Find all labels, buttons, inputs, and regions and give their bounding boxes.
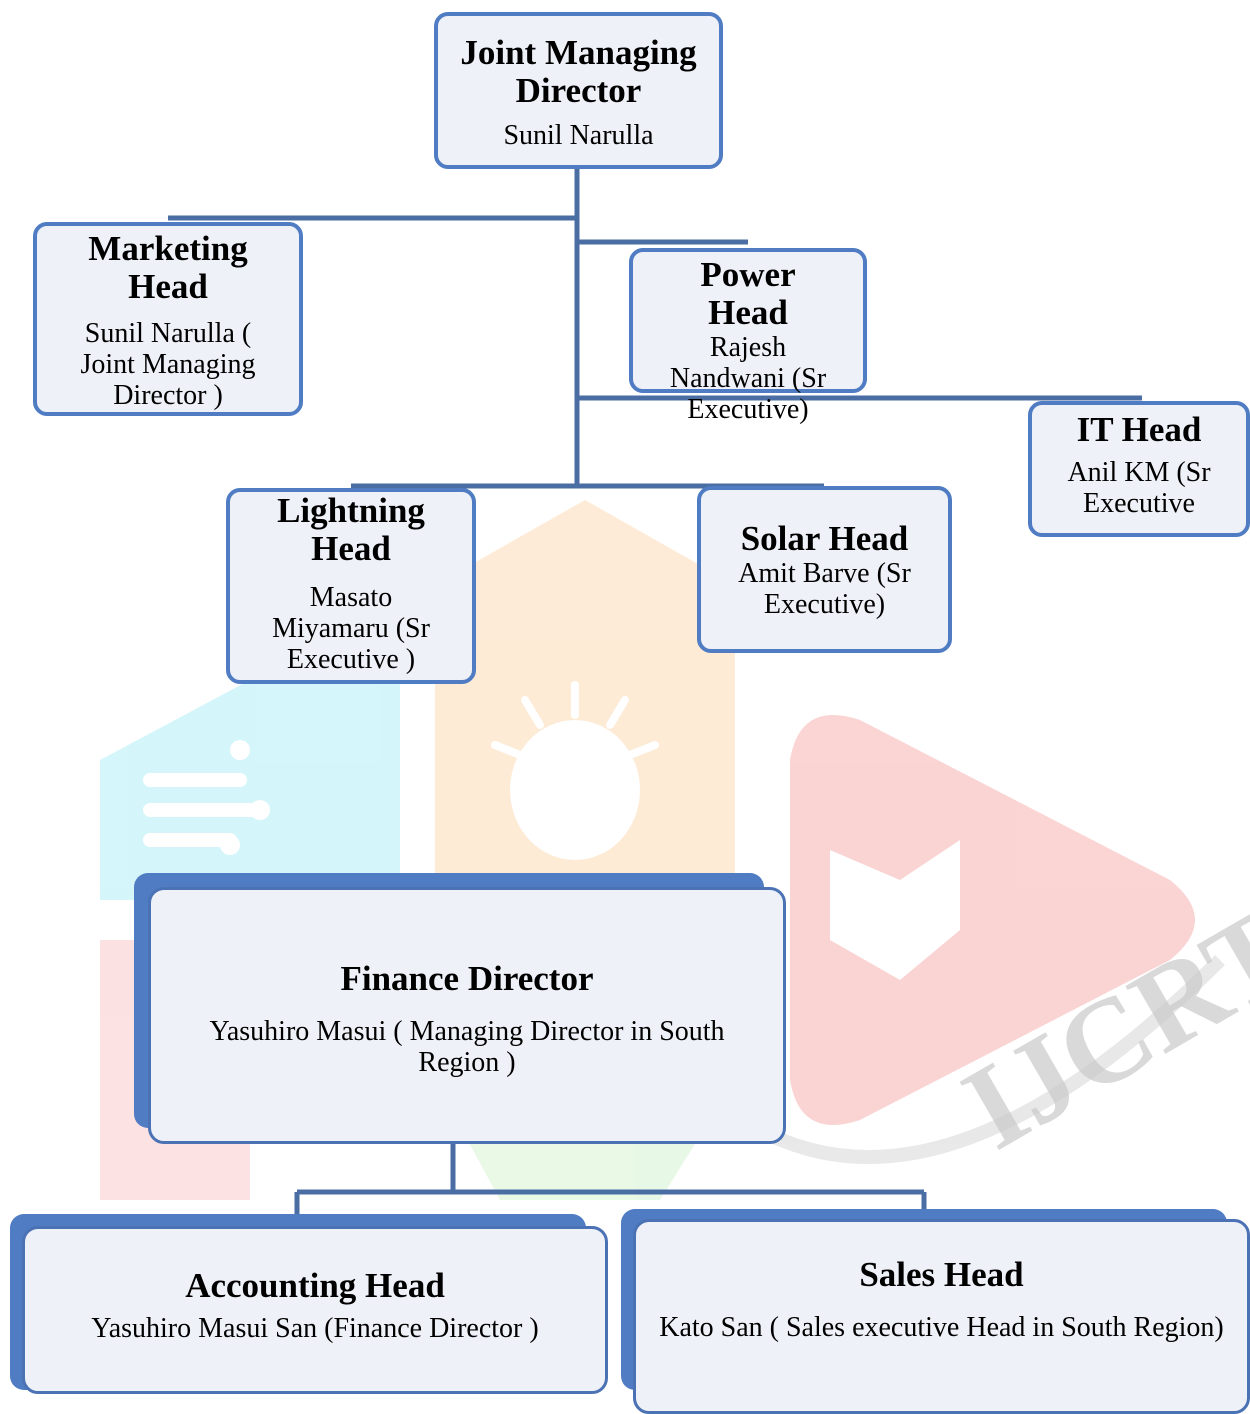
- node-person: Rajesh Nandwani (Sr Executive): [669, 332, 827, 425]
- org-node-sales-head: Sales Head Kato San ( Sales executive He…: [633, 1219, 1250, 1414]
- node-person: Amit Barve (Sr Executive): [738, 558, 911, 620]
- node-title: Power Head: [700, 255, 796, 332]
- node-title: Solar Head: [740, 519, 909, 558]
- node-title: Lightning Head: [277, 491, 425, 568]
- node-title: Finance Director: [340, 959, 594, 998]
- org-node-marketing-head: Marketing Head Sunil Narulla ( Joint Man…: [33, 222, 303, 416]
- node-person: Yasuhiro Masui ( Managing Director in So…: [209, 1016, 725, 1078]
- node-person: Yasuhiro Masui San (Finance Director ): [91, 1313, 539, 1344]
- node-person: Sunil Narulla ( Joint Managing Director …: [80, 318, 256, 411]
- org-node-power-head: Power Head Rajesh Nandwani (Sr Executive…: [629, 248, 867, 425]
- org-node-lightning-head: Lightning Head Masato Miyamaru (Sr Execu…: [226, 488, 476, 684]
- node-title: Joint Managing Director: [460, 33, 697, 110]
- node-title: IT Head: [1076, 410, 1202, 449]
- node-title: Marketing Head: [88, 229, 248, 306]
- node-title: Sales Head: [859, 1255, 1024, 1294]
- node-person: Sunil Narulla: [503, 120, 654, 151]
- node-title: Accounting Head: [185, 1266, 445, 1305]
- org-node-finance-director: Finance Director Yasuhiro Masui ( Managi…: [148, 887, 786, 1144]
- node-person: Kato San ( Sales executive Head in South…: [659, 1312, 1224, 1343]
- node-person: Masato Miyamaru (Sr Executive ): [272, 582, 430, 675]
- org-node-it-head: IT Head Anil KM (Sr Executive: [1028, 401, 1250, 537]
- org-node-solar-head: Solar Head Amit Barve (Sr Executive): [697, 486, 952, 653]
- org-node-joint-managing-director: Joint Managing Director Sunil Narulla: [434, 12, 723, 169]
- node-person: Anil KM (Sr Executive: [1067, 457, 1211, 519]
- org-node-accounting-head: Accounting Head Yasuhiro Masui San (Fina…: [22, 1226, 608, 1394]
